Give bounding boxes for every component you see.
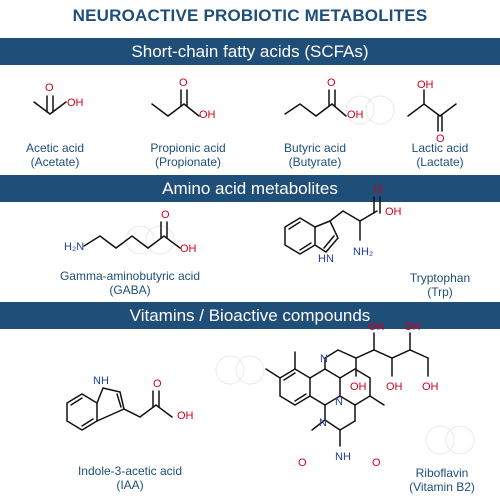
oxygen-label: O	[374, 184, 383, 196]
hydroxyl-label: OH	[180, 243, 197, 255]
compound-name: Propionic acid	[150, 141, 226, 155]
indole-nh-label: HN	[318, 253, 334, 265]
hydroxyl-label: OH	[350, 381, 367, 393]
gaba-label: Gamma-aminobutyric acid (GABA)	[20, 269, 240, 297]
lactic-acid-structure: OH O	[407, 79, 457, 145]
iaa-structure: O OH NH	[66, 375, 194, 431]
nitrogen-label: N	[320, 353, 328, 365]
lactic-acid-label: Lactic acid (Lactate)	[385, 141, 495, 169]
iaa-label: Indole-3-acetic acid (IAA)	[40, 464, 220, 492]
compound-name: Acetic acid	[25, 141, 85, 155]
oxygen-label: O	[372, 457, 381, 469]
hydroxyl-label: OH	[404, 321, 421, 333]
compound-alt-name: (Propionate)	[154, 155, 222, 169]
acetic-acid-structure: O OH	[33, 82, 84, 115]
compound-name: Lactic acid	[411, 141, 469, 155]
propionic-acid-label: Propionic acid (Propionate)	[128, 141, 248, 169]
compound-alt-name: (IAA)	[116, 478, 144, 492]
compound-alt-name: (Acetate)	[30, 155, 80, 169]
nitrogen-label: N	[319, 417, 327, 429]
hydroxyl-label: OH	[347, 109, 364, 121]
hydroxyl-label: OH	[199, 109, 216, 121]
compound-name: Indole-3-acetic acid	[77, 464, 183, 478]
propionic-acid-structure: O OH	[151, 77, 216, 121]
amine-label: H₂N	[64, 241, 84, 253]
hydroxyl-label: OH	[385, 206, 402, 218]
riboflavin-label: Riboflavin (Vitamin B2)	[392, 466, 492, 494]
gaba-structure: H₂N O OH	[64, 209, 197, 255]
compound-alt-name: (Butyrate)	[288, 155, 342, 169]
imide-nh-label: NH	[335, 451, 351, 463]
oxygen-label: O	[327, 77, 336, 89]
compound-alt-name: (GABA)	[109, 283, 151, 297]
butyric-acid-label: Butyric acid (Butyrate)	[260, 141, 370, 169]
hydroxyl-label: OH	[386, 381, 403, 393]
hydroxyl-label: OH	[368, 321, 385, 333]
compound-alt-name: (Lactate)	[416, 155, 464, 169]
compound-name: Gamma-aminobutyric acid	[59, 269, 201, 283]
hydroxyl-label: OH	[177, 410, 194, 422]
nitrogen-label: N	[335, 396, 343, 408]
oxygen-label: O	[298, 457, 307, 469]
compound-name: Riboflavin	[415, 466, 469, 480]
hydroxyl-label: OH	[67, 97, 84, 109]
section-header-scfa: Short-chain fatty acids (SCFAs)	[0, 38, 500, 65]
butyric-acid-structure: O OH	[284, 77, 364, 121]
acetic-acid-label: Acetic acid (Acetate)	[0, 141, 110, 169]
compound-alt-name: (Trp)	[427, 285, 453, 299]
hydroxyl-label: OH	[417, 79, 434, 91]
riboflavin-structure: N N N NH O O OH OH OH OH OH	[265, 321, 439, 469]
oxygen-label: O	[179, 77, 188, 89]
oxygen-label: O	[153, 378, 162, 390]
tryptophan-label: Tryptophan (Trp)	[390, 271, 490, 299]
compound-alt-name: (Vitamin B2)	[409, 480, 475, 494]
amine-label: NH₂	[353, 246, 373, 258]
watermark	[125, 95, 475, 455]
tryptophan-structure: O OH NH₂ HN	[284, 184, 402, 265]
page-title: NEUROACTIVE PROBIOTIC METABOLITES	[72, 6, 428, 25]
section-header-amino: Amino acid metabolites	[0, 175, 500, 202]
section-header-vitamins: Vitamins / Bioactive compounds	[0, 302, 500, 329]
compound-name: Tryptophan	[409, 271, 471, 285]
compound-name: Butyric acid	[283, 141, 347, 155]
hydroxyl-label: OH	[422, 381, 439, 393]
oxygen-label: O	[161, 209, 170, 221]
oxygen-label: O	[436, 133, 445, 145]
indole-nh-label: NH	[93, 375, 109, 387]
oxygen-label: O	[45, 82, 54, 94]
